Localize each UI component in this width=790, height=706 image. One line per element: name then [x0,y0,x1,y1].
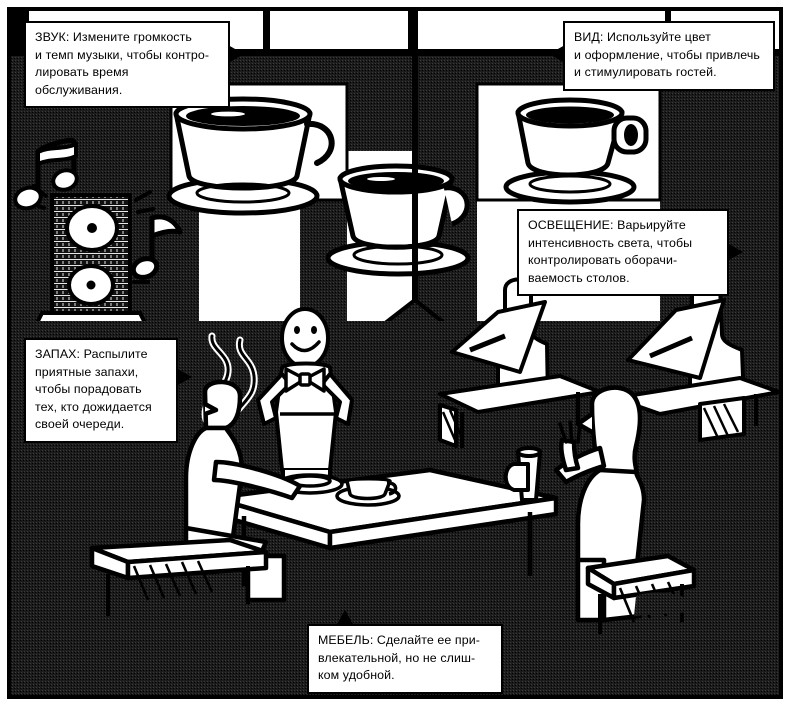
callout-furniture: МЕБЕЛЬ: Сделайте ее при- влекательной, н… [307,624,503,694]
callout-sound: ЗВУК: Измените громкость и темп музыки, … [24,21,230,109]
callout-furniture-tail [336,610,354,626]
callout-sight-tail [549,45,565,63]
callout-lighting-tail [727,243,743,261]
callout-lighting: ОСВЕЩЕНИЕ: Варьируйте интенсивность свет… [517,209,729,297]
callout-smell: ЗАПАХ: Распылите приятные запахи, чтобы … [24,338,178,444]
callout-sight: ВИД: Используйте цвет и оформление, чтоб… [563,21,775,91]
callout-sound-tail [228,45,244,63]
callout-smell-tail [176,368,192,386]
